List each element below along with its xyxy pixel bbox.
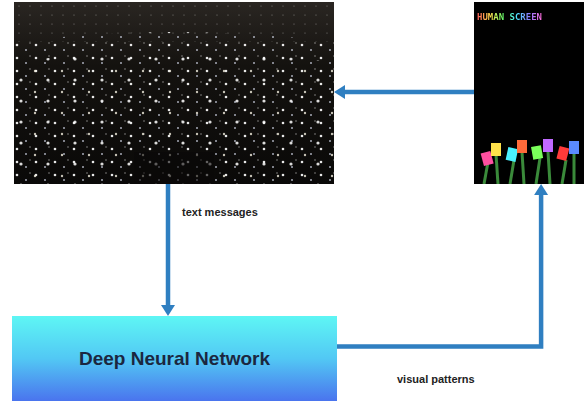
arrow-line: [337, 195, 541, 347]
concert-photo: [14, 2, 334, 184]
arrow-head: [334, 85, 345, 99]
edge-label: text messages: [182, 206, 258, 218]
photo-node: [14, 2, 334, 184]
node-text: Deep Neural Network: [79, 348, 270, 370]
human-screen-picture: [474, 2, 584, 184]
node-text: HUMAN SCREEN: [477, 12, 542, 22]
arrow-head: [534, 184, 548, 195]
process-box: Deep Neural Network: [12, 316, 337, 401]
screen-node: HUMAN SCREEN: [474, 2, 584, 184]
flow-arrow: [334, 85, 474, 99]
arrow-head: [161, 305, 175, 316]
edge-label: visual patterns: [397, 373, 475, 385]
arrow-line: [166, 184, 171, 305]
arrow-line: [345, 90, 474, 95]
flow-arrow: [161, 184, 175, 316]
flow-arrow: [337, 184, 548, 347]
